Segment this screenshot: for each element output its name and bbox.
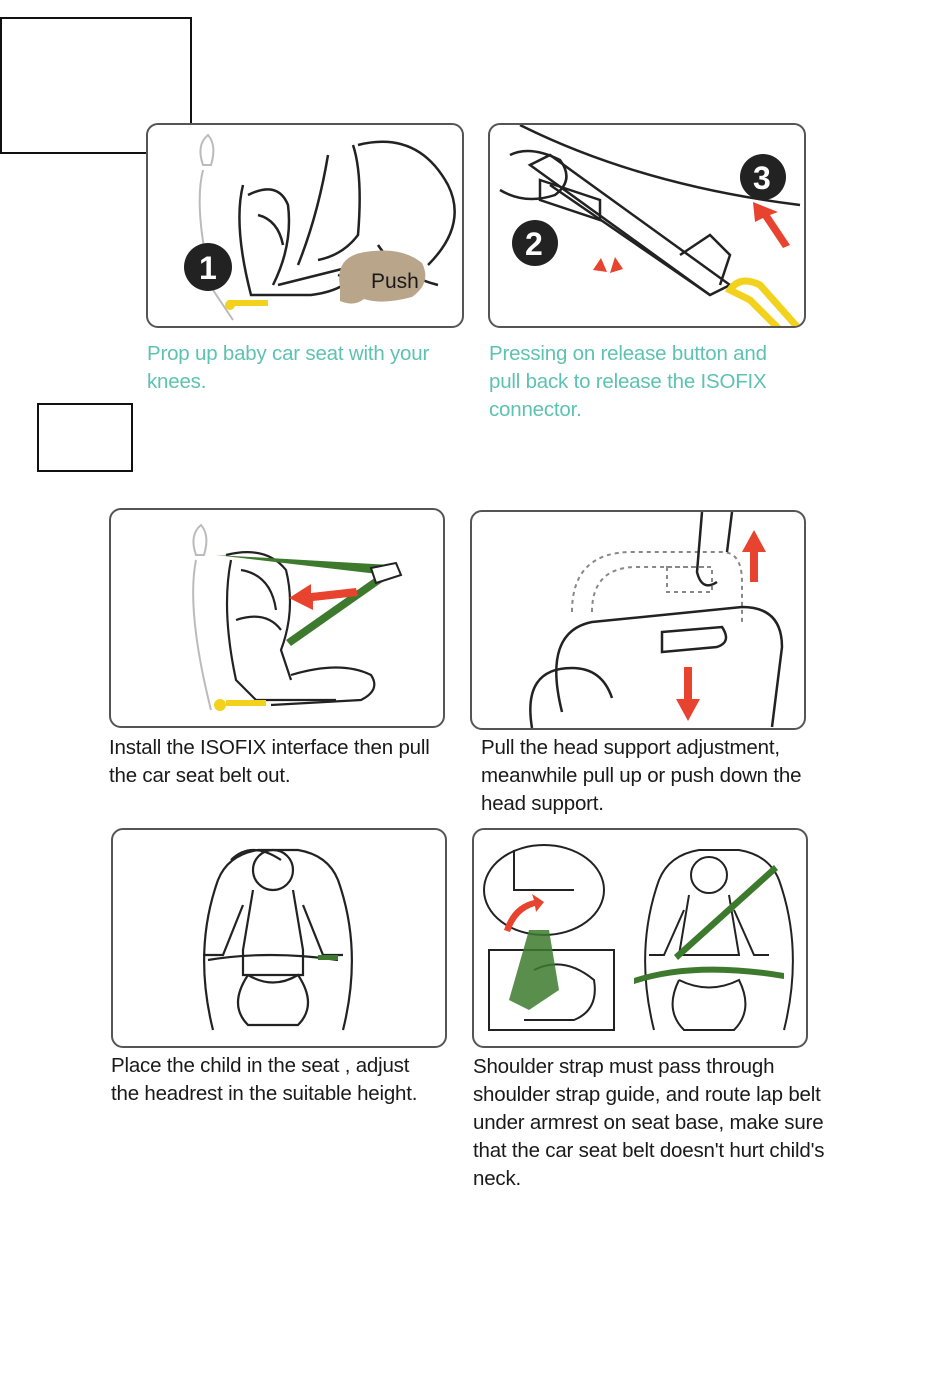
caption-head-support: Pull the head support adjustment, meanwh… <box>481 736 802 815</box>
illustration-shoulder-strap <box>472 828 808 1048</box>
step-badge-2: 2 <box>525 226 543 262</box>
blank-label-box-top <box>0 17 192 154</box>
illustration-head-support <box>470 510 806 730</box>
illustration-child-in-seat <box>111 828 447 1048</box>
illustration-install-isofix <box>109 508 445 728</box>
illustration-release-isofix: 2 3 <box>488 123 806 328</box>
push-label: Push <box>371 270 419 293</box>
blank-label-box-middle <box>37 403 133 472</box>
caption-child-in-seat: Place the child in the seat , adjust the… <box>111 1054 418 1105</box>
caption-shoulder-strap: Shoulder strap must pass through shoulde… <box>473 1055 825 1190</box>
caption-release-isofix: Pressing on release button and pull back… <box>489 342 767 421</box>
step-badge-1: 1 <box>199 250 217 286</box>
step-badge-3: 3 <box>753 160 771 196</box>
illustration-prop-up-seat: Push 1 <box>146 123 464 328</box>
caption-prop-up: Prop up baby car seat with your knees. <box>147 342 430 393</box>
caption-install-isofix: Install the ISOFIX interface then pull t… <box>109 736 430 787</box>
